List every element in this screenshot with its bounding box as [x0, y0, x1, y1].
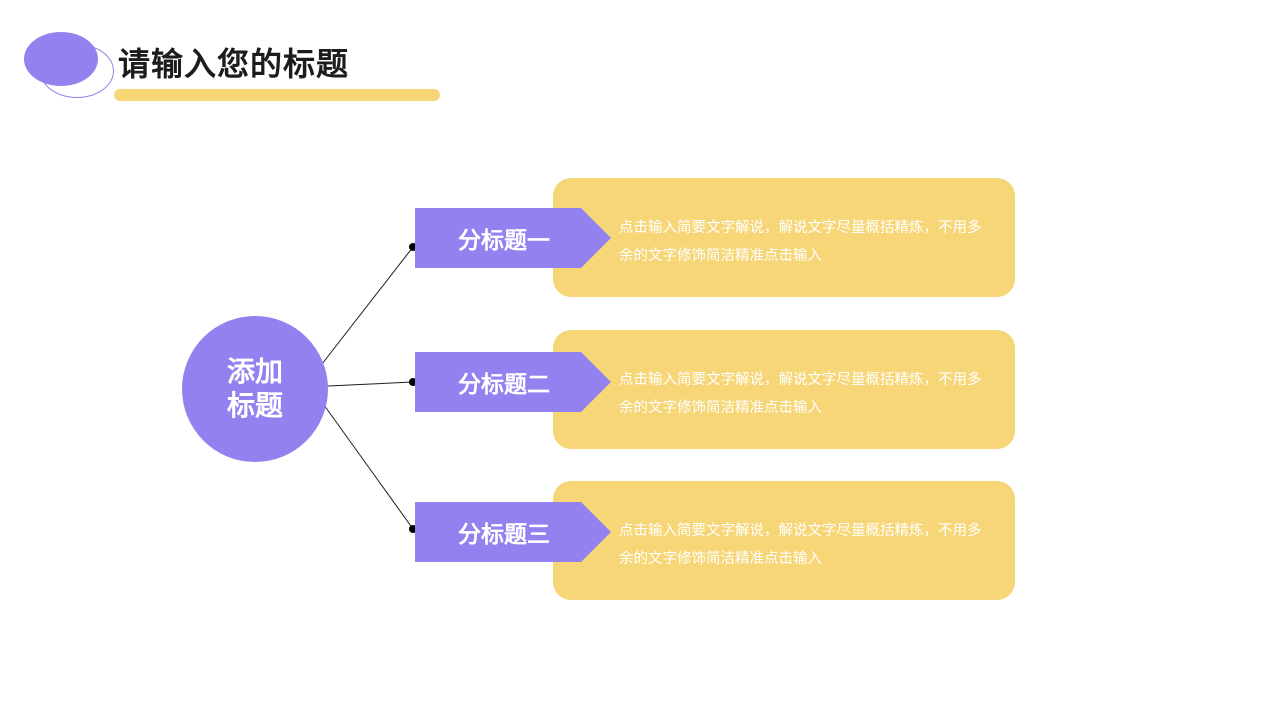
connector-line-2	[327, 381, 414, 387]
description-text: 点击输入简要文字解说，解说文字尽量概括精炼，不用多余的文字修饰简洁精准点击输入	[619, 220, 982, 264]
description-card[interactable]: 点击输入简要文字解说，解说文字尽量概括精炼，不用多余的文字修饰简洁精准点击输入	[553, 178, 1015, 297]
subtitle-tag[interactable]: 分标题二	[415, 352, 611, 412]
header-blob-decoration	[24, 32, 98, 86]
subtitle-label: 分标题一	[458, 228, 550, 254]
subtitle-label: 分标题三	[458, 522, 550, 548]
description-card[interactable]: 点击输入简要文字解说，解说文字尽量概括精炼，不用多余的文字修饰简洁精准点击输入	[553, 330, 1015, 449]
description-text: 点击输入简要文字解说，解说文字尽量概括精炼，不用多余的文字修饰简洁精准点击输入	[619, 372, 982, 416]
center-node[interactable]: 添加标题	[182, 316, 328, 462]
subtitle-tag[interactable]: 分标题三	[415, 502, 611, 562]
connector-line-3	[323, 404, 414, 530]
subtitle-tag[interactable]: 分标题一	[415, 208, 611, 268]
page-title[interactable]: 请输入您的标题	[118, 45, 350, 83]
center-label: 添加标题	[226, 355, 283, 422]
title-underline	[114, 89, 440, 101]
connector-line-1	[321, 246, 414, 365]
subtitle-label: 分标题二	[458, 372, 550, 398]
description-text: 点击输入简要文字解说，解说文字尽量概括精炼，不用多余的文字修饰简洁精准点击输入	[619, 523, 982, 567]
description-card[interactable]: 点击输入简要文字解说，解说文字尽量概括精炼，不用多余的文字修饰简洁精准点击输入	[553, 481, 1015, 600]
